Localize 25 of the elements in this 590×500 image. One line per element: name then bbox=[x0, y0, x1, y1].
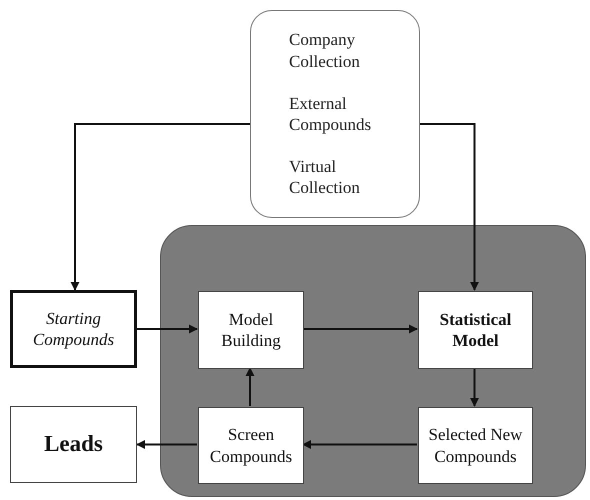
arrow bbox=[246, 367, 254, 406]
arrow bbox=[302, 440, 417, 449]
box-label: Starting Compounds bbox=[32, 308, 116, 350]
process-box bbox=[10, 406, 137, 483]
process-box bbox=[418, 291, 533, 369]
arrow bbox=[470, 368, 479, 407]
process-box bbox=[10, 290, 137, 368]
arrow bbox=[303, 324, 418, 334]
arrow bbox=[137, 324, 198, 334]
source-label: Virtual Collection bbox=[289, 156, 361, 199]
source-box bbox=[250, 10, 420, 218]
arrow bbox=[70, 123, 250, 291]
source-label: External Compounds bbox=[289, 92, 372, 136]
box-label: Leads bbox=[44, 430, 103, 458]
process-box bbox=[198, 291, 304, 369]
box-label: Screen Compounds bbox=[208, 424, 294, 467]
box-label: Statistical Model bbox=[438, 308, 512, 352]
source-label: Company Collection bbox=[289, 29, 361, 72]
box-label: Selected New Compounds bbox=[428, 424, 524, 467]
process-panel bbox=[160, 225, 586, 497]
process-box bbox=[198, 407, 304, 484]
process-box bbox=[418, 407, 533, 484]
arrow bbox=[136, 440, 197, 449]
arrow bbox=[420, 123, 479, 291]
box-label: Model Building bbox=[220, 308, 282, 352]
